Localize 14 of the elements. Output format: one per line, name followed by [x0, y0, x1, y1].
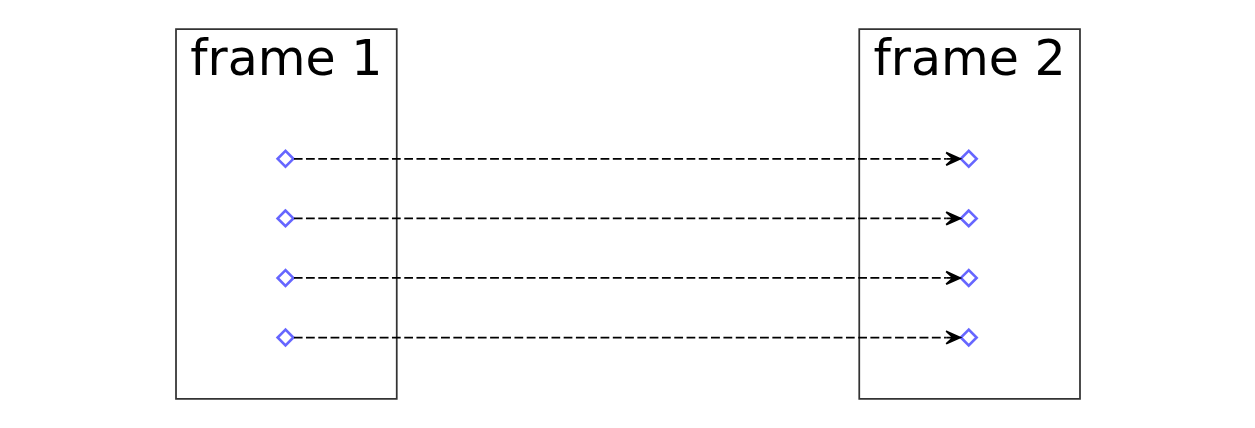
node-diamond [275, 149, 295, 169]
arrow [292, 211, 961, 226]
arrow [292, 270, 961, 286]
node-diamond [275, 208, 295, 229]
node-diamond [958, 208, 978, 229]
node-diamond [958, 327, 978, 348]
node-diamond [958, 268, 978, 288]
cluster: frame 1 [174, 28, 398, 400]
node-diamond [275, 268, 295, 288]
arrow [292, 151, 961, 166]
node-diamond [275, 327, 295, 348]
node-diamond [958, 149, 978, 169]
arrow [292, 330, 961, 345]
cluster: frame 2 [857, 28, 1081, 400]
